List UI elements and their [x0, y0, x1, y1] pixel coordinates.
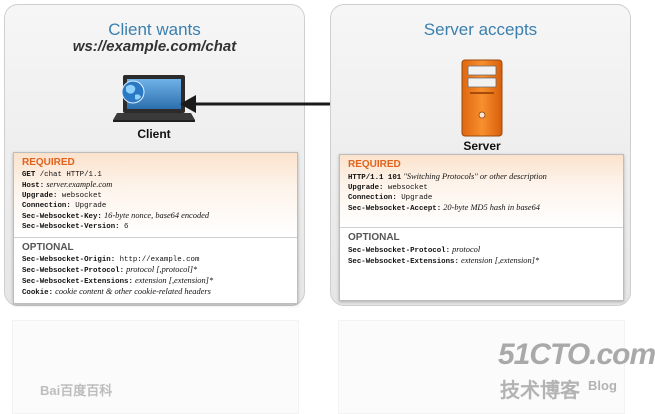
header-value: 16-byte nonce, base64 encoded [101, 211, 210, 220]
header-line: Upgrade: websocket [22, 191, 289, 201]
client-url: ws://example.com/chat [72, 38, 237, 55]
header-line: Sec-Websocket-Protocol: protocol [348, 245, 615, 256]
header-value: cookie content & other cookie-related he… [53, 287, 211, 296]
header-key: Sec-Websocket-Extensions: [22, 278, 133, 286]
header-line: Sec-Websocket-Version: 6 [22, 222, 289, 232]
header-key: HTTP/1.1 101 [348, 174, 402, 182]
server-optional-section: OPTIONAL Sec-Websocket-Protocol: protoco… [340, 227, 623, 272]
client-optional-lines: Sec-Websocket-Origin: http://example.com… [22, 255, 289, 298]
header-key: Sec-Websocket-Protocol: [348, 247, 451, 255]
header-value: protocol [450, 245, 481, 254]
header-value: Upgrade [70, 202, 107, 210]
server-optional-title: OPTIONAL [348, 232, 400, 243]
header-value: 6 [119, 223, 129, 231]
header-line: Host: server.example.com [22, 180, 289, 191]
header-value: extension [,extension]* [458, 256, 540, 265]
cto-watermark: 51CTO.com [498, 338, 655, 371]
header-value: extension [,extension]* [132, 276, 214, 285]
server-label: Server [463, 139, 501, 153]
header-value: /chat HTTP/1.1 [35, 171, 102, 179]
server-required-section: REQUIRED HTTP/1.1 101 "Switching Protoco… [340, 155, 623, 227]
client-label: Client [137, 127, 171, 141]
header-key: Cookie: [22, 289, 54, 297]
header-key: GET [22, 171, 36, 179]
header-key: Sec-Websocket-Extensions: [348, 258, 459, 266]
header-line: Upgrade: websocket [348, 183, 615, 193]
header-line: Connection: Upgrade [22, 201, 289, 211]
client-optional-section: OPTIONAL Sec-Websocket-Origin: http://ex… [14, 237, 297, 303]
header-key: Sec-Websocket-Key: [22, 213, 102, 221]
header-value: websocket [383, 184, 428, 192]
client-required-title: REQUIRED [22, 157, 75, 168]
server-tower-icon [461, 59, 503, 137]
header-key: Sec-Websocket-Version: [22, 223, 120, 231]
header-key: Sec-Websocket-Origin: [22, 256, 116, 264]
server-title: Server accepts [423, 20, 538, 39]
header-key: Upgrade: [348, 184, 384, 192]
laptop-globe-icon [113, 75, 195, 122]
client-panel: Client wants ws://example.com/chat Clien… [4, 4, 305, 306]
header-key: Sec-Websocket-Accept: [348, 205, 442, 213]
header-value: server.example.com [44, 180, 113, 189]
client-optional-title: OPTIONAL [22, 242, 74, 253]
header-key: Upgrade: [22, 192, 58, 200]
header-value: protocol [,protocol]* [124, 265, 198, 274]
header-key: Sec-Websocket-Protocol: [22, 267, 125, 275]
server-headers-box: REQUIRED HTTP/1.1 101 "Switching Protoco… [339, 154, 624, 301]
header-key: Host: [22, 182, 45, 190]
cto-watermark-sub: 技术博客 [500, 380, 580, 402]
header-line: Sec-Websocket-Extensions: extension [,ex… [348, 256, 615, 267]
floor-reflection [0, 210, 640, 414]
header-line: Sec-Websocket-Origin: http://example.com [22, 255, 289, 265]
header-key: Connection: [22, 202, 71, 210]
cto-watermark-blog: Blog [588, 378, 617, 393]
header-line: HTTP/1.1 101 "Switching Protocols" or ot… [348, 172, 615, 183]
header-key: Connection: [348, 194, 397, 202]
header-line: Sec-Websocket-Accept: 20-byte MD5 hash i… [348, 203, 615, 214]
baidu-watermark: Bai百度百科 [40, 383, 113, 398]
client-title: Client wants [108, 20, 201, 39]
header-value: Upgrade [396, 194, 433, 202]
header-line: Sec-Websocket-Protocol: protocol [,proto… [22, 265, 289, 276]
server-required-lines: HTTP/1.1 101 "Switching Protocols" or ot… [348, 172, 615, 214]
server-panel: Server accepts Server REQUIRED HTTP/1.1 … [330, 4, 631, 306]
header-line: Cookie: cookie content & other cookie-re… [22, 287, 289, 298]
server-required-title: REQUIRED [348, 159, 401, 170]
header-value: websocket [57, 192, 102, 200]
header-line: Sec-Websocket-Key: 16-byte nonce, base64… [22, 211, 289, 222]
header-line: Connection: Upgrade [348, 193, 615, 203]
header-line: GET /chat HTTP/1.1 [22, 170, 289, 180]
header-value: 20-byte MD5 hash in base64 [441, 203, 540, 212]
header-line: Sec-Websocket-Extensions: extension [,ex… [22, 276, 289, 287]
header-value: "Switching Protocols" or other descripti… [401, 172, 547, 181]
header-value: http://example.com [115, 256, 200, 264]
